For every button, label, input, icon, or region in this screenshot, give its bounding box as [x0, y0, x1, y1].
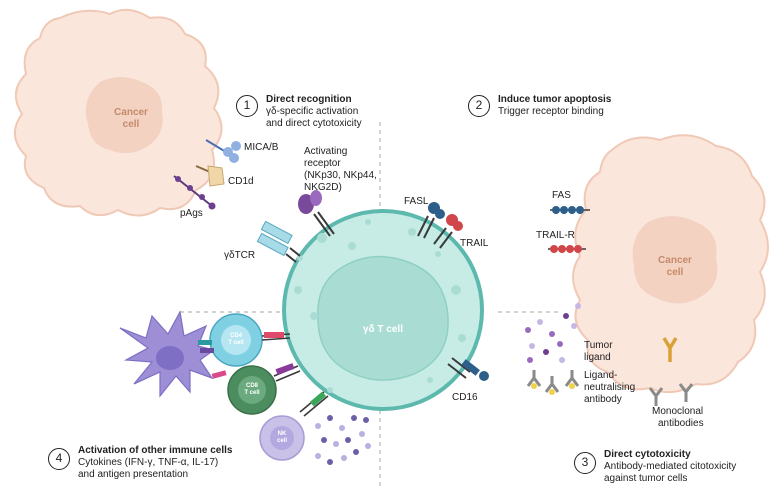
step-2-badge: 2 [468, 95, 490, 117]
quadrant-dividers [180, 122, 560, 490]
nk-cell [259, 415, 305, 461]
dendritic-cell [119, 310, 216, 398]
gd-tcr-label: γδTCR [224, 250, 256, 261]
step-4-title: Activation of other immune cells [78, 445, 233, 456]
nk-label-2: cell [276, 438, 287, 444]
activating-receptor-label-4: NKG2D) [304, 182, 342, 193]
activating-receptor-label-3: (NKp30, NKp44, [304, 170, 377, 181]
monoclonal-antibodies [648, 337, 694, 406]
fasl-receptor [417, 202, 445, 239]
cd1d-label: CD1d [228, 176, 254, 187]
cancer-cell-right-label-1: Cancer [658, 255, 692, 266]
pags-antigen [173, 175, 216, 210]
step-1-title: Direct recognition [266, 94, 352, 105]
mica-b-ligand [205, 139, 241, 163]
cd8-label-1: CD8 [245, 383, 258, 389]
gd-tcr-receptor [256, 220, 301, 263]
step-3-title: Direct cytotoxicity [604, 449, 691, 460]
cancer-cell-right-label-2: cell [666, 267, 684, 278]
ligand-antibody-label-1: Ligand- [584, 370, 618, 381]
monoclonal-label-1: Monoclonal [652, 406, 704, 417]
nk-label-1: NK [277, 431, 287, 437]
cd4-label-1: CD4 [229, 333, 242, 339]
ligand-antibody-label-2: neutralising [584, 382, 636, 393]
step-1-line-2: and direct cytotoxicity [266, 118, 362, 129]
cell-interaction-links [198, 332, 329, 417]
cd1d-ligand [195, 165, 225, 187]
gd-t-cell [282, 209, 484, 411]
cancer-cell-left [14, 8, 223, 217]
step-1-badge: 1 [236, 95, 258, 117]
cancer-cell-right [572, 134, 769, 394]
step-4-line-2: and antigen presentation [78, 469, 189, 480]
step-3-line-1: Antibody-mediated citotoxicity [604, 461, 737, 472]
cd4-label-2: T cell [228, 340, 244, 346]
ligand-antibody-label-3: antibody [584, 394, 622, 405]
step-3-badge: 3 [574, 452, 596, 474]
cd8-t-cell [227, 365, 277, 415]
fasl-label: FASL [404, 196, 429, 207]
cancer-cell-left-label-1: Cancer [114, 107, 148, 118]
fas-label: FAS [552, 190, 571, 201]
cd16-receptor [447, 357, 489, 381]
activating-receptor-label-1: Activating [304, 146, 348, 157]
step-1-line-1: γδ-specific activation [266, 106, 359, 117]
activating-receptor-label-2: receptor [304, 158, 341, 169]
tumor-ligand-label-2: ligand [584, 352, 611, 363]
step-2-title: Induce tumor apoptosis [498, 94, 612, 105]
tumor-ligand-particles [525, 303, 581, 363]
monoclonal-label-2: antibodies [658, 418, 704, 429]
step-2-line-1: Trigger receptor binding [498, 106, 604, 117]
trail-receptor [433, 214, 463, 249]
fas-receptor [550, 206, 590, 214]
activating-receptor [298, 190, 335, 237]
cytokine-particles [315, 415, 371, 465]
cd4-t-cell [209, 313, 263, 367]
pags-label: pAgs [180, 208, 203, 219]
gd-t-cell-label: γδ T cell [363, 324, 403, 335]
tumor-ligand-label-1: Tumor [584, 340, 613, 351]
step-3-line-2: against tumor cells [604, 473, 688, 484]
trail-r-label: TRAIL-R [536, 230, 575, 241]
trail-label: TRAIL [460, 238, 489, 249]
step-4-badge: 4 [48, 448, 70, 470]
step-4-line-1: Cytokines (IFN-γ, TNF-α, IL-17) [78, 457, 219, 468]
cancer-cell-left-label-2: cell [122, 119, 140, 130]
trail-r-receptor [548, 245, 586, 253]
mica-b-label: MICA/B [244, 142, 279, 153]
cd16-label: CD16 [452, 392, 478, 403]
ligand-neutralising-antibodies [526, 370, 580, 395]
cd8-label-2: T cell [244, 390, 260, 396]
